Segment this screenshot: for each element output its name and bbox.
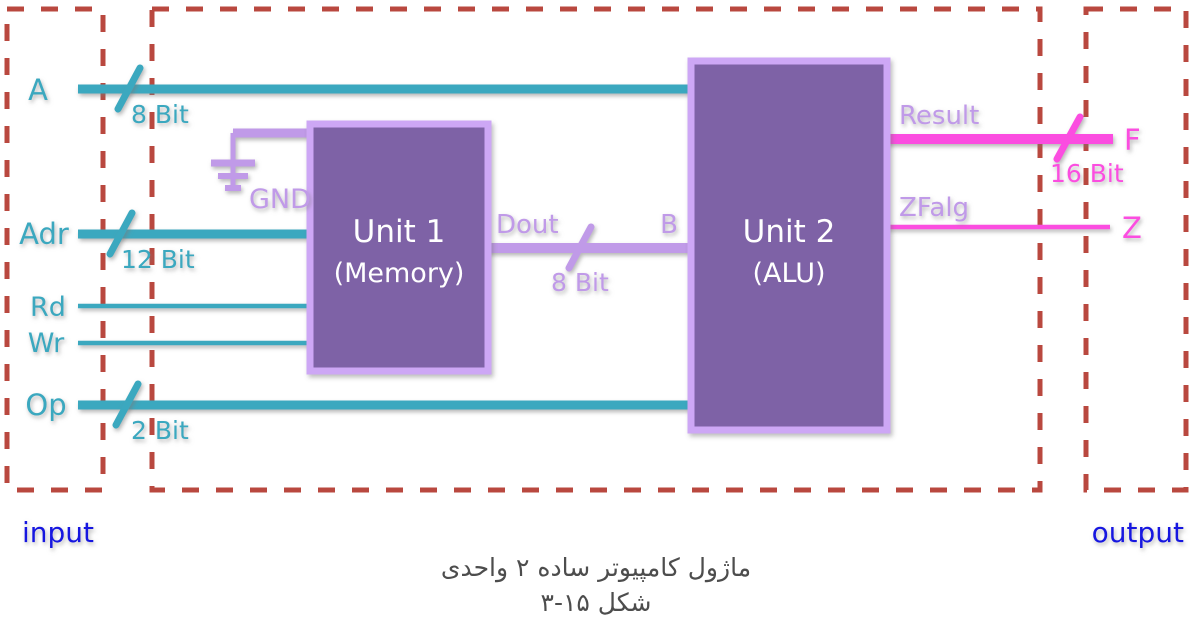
slash-adr xyxy=(106,209,136,258)
module-zone-rect xyxy=(149,6,1043,493)
label-zone-input: input xyxy=(22,516,94,549)
unit1-box[interactable] xyxy=(306,120,492,375)
label-signal-rd: Rd xyxy=(30,292,66,323)
slash-dout-b xyxy=(565,223,595,272)
unit1-labels: Unit 1 (Memory) xyxy=(334,214,465,289)
label-terminal-z: Z xyxy=(1122,211,1142,245)
internal-signal-labels: Dout B 8 Bit xyxy=(496,210,678,297)
output-terminal-labels: 16 Bit F Z xyxy=(1050,123,1142,245)
input-signal-labels: A Adr Rd Wr Op xyxy=(19,73,69,422)
input-zone-rect xyxy=(4,6,106,493)
slash-result xyxy=(1053,113,1084,163)
unit1-subtitle: (Memory) xyxy=(334,258,465,289)
label-signal-adr: Adr xyxy=(19,217,69,251)
internal-wires xyxy=(485,223,692,272)
output-zone-rect xyxy=(1083,6,1189,493)
figure-caption-number: شکل ۱۵-۳ xyxy=(540,588,652,617)
output-wires xyxy=(880,113,1113,230)
unit2-subtitle: (ALU) xyxy=(753,258,826,289)
zone-rectangles xyxy=(4,6,1189,493)
output-signal-labels: Result ZFalg xyxy=(899,101,979,223)
slash-a xyxy=(114,64,144,113)
input-bus-slashes xyxy=(106,64,144,429)
block-unit-1[interactable] xyxy=(306,120,492,375)
block-unit-2[interactable] xyxy=(687,57,891,434)
label-signal-op: Op xyxy=(25,388,66,422)
label-width-a: 8 Bit xyxy=(131,100,189,129)
label-zone-output: output xyxy=(1092,516,1184,549)
label-signal-zflag: ZFalg xyxy=(899,193,969,223)
gnd-symbol xyxy=(211,128,314,191)
unit1-title: Unit 1 xyxy=(353,214,446,250)
label-width-dout: 8 Bit xyxy=(551,268,609,297)
label-terminal-f: F xyxy=(1124,123,1141,157)
unit2-labels: Unit 2 (ALU) xyxy=(743,214,836,289)
label-signal-result: Result xyxy=(899,101,979,131)
figure-caption-title: ماژول کامپیوتر ساده ۲ واحدی xyxy=(440,553,752,582)
label-width-adr: 12 Bit xyxy=(121,245,195,274)
unit2-title: Unit 2 xyxy=(743,214,836,250)
label-signal-a: A xyxy=(28,73,48,107)
label-width-op: 2 Bit xyxy=(131,416,189,445)
unit2-box[interactable] xyxy=(687,57,891,434)
label-width-result: 16 Bit xyxy=(1050,159,1124,188)
slash-op xyxy=(112,380,142,429)
label-signal-b: B xyxy=(660,210,678,240)
label-gnd: GND xyxy=(249,184,311,215)
label-signal-wr: Wr xyxy=(28,328,65,359)
label-signal-dout: Dout xyxy=(496,210,559,240)
input-width-labels: 8 Bit 12 Bit 2 Bit xyxy=(121,100,195,445)
zone-labels: input output xyxy=(22,516,1184,549)
